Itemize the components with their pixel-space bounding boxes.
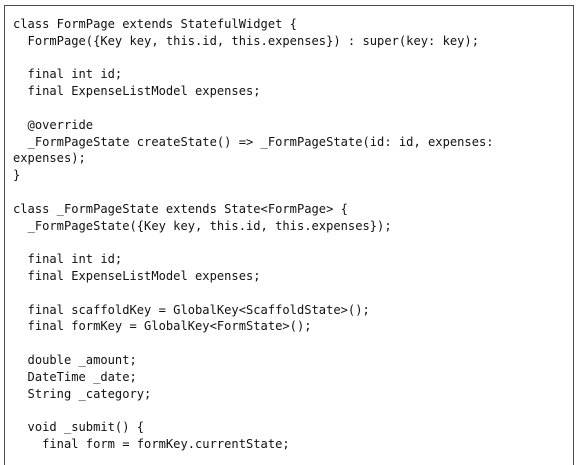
code-line: double _amount;	[13, 352, 137, 367]
code-line: class _FormPageState extends State<FormP…	[13, 201, 348, 216]
code-line	[13, 335, 573, 352]
code-line: DateTime _date;	[13, 369, 137, 384]
code-line	[13, 100, 573, 117]
code-line: final int id;	[13, 252, 123, 267]
code-line: final scaffoldKey = GlobalKey<ScaffoldSt…	[13, 302, 370, 317]
code-line: final ExpenseListModel expenses;	[13, 268, 261, 283]
code-line	[13, 234, 573, 251]
code-line	[13, 402, 573, 419]
code-snippet-panel: class FormPage extends StatefulWidget { …	[4, 5, 574, 465]
code-line: expenses);	[13, 151, 86, 166]
code-line: _FormPageState createState() => _FormPag…	[13, 134, 494, 149]
code-line	[13, 50, 573, 67]
code-line: }	[13, 168, 21, 183]
code-line: String _category;	[13, 386, 152, 401]
code-line: final ExpenseListModel expenses;	[13, 84, 261, 99]
code-line: final form = formKey.currentState;	[13, 436, 290, 451]
code-line	[13, 184, 573, 201]
code-line: final formKey = GlobalKey<FormState>();	[13, 319, 312, 334]
code-line	[13, 285, 573, 302]
code-line: class FormPage extends StatefulWidget {	[13, 17, 297, 31]
code-line: void _submit() {	[13, 420, 145, 435]
code-line: final int id;	[13, 67, 123, 82]
code-line: FormPage({Key key, this.id, this.expense…	[13, 33, 479, 48]
code-line: _FormPageState({Key key, this.id, this.e…	[13, 218, 392, 233]
code-line: @override	[13, 117, 94, 132]
